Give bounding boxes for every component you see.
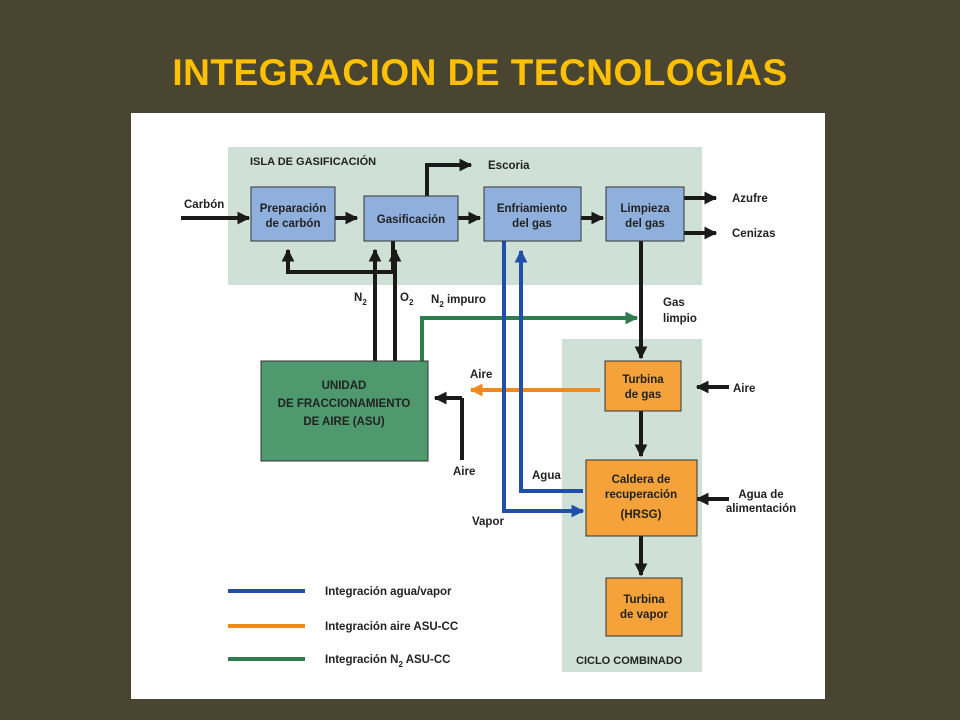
box-steam-turbine [605,577,683,637]
label-air-asu-inlet: Aire [453,466,475,478]
process-diagram: ISLA DE GASIFICACIÓN CICLO COMBINADO [181,147,796,672]
legend: Integración agua/vapor Integración aire … [228,586,458,669]
combined-cycle-label: CICLO COMBINADO [576,655,683,667]
n2-impure-line [420,311,639,363]
label-n2-impure: N2 impuro [431,294,486,309]
slide-title: INTEGRACION DE TECNOLOGIAS [172,52,788,93]
main-process-flows [181,158,729,577]
box-gas-turbine [604,360,682,412]
label-steam: Vapor [472,516,504,528]
label-slag: Escoria [488,160,530,172]
label-water: Agua [532,470,561,482]
box-hrsg [585,459,698,537]
label-coal: Carbón [184,199,224,211]
label-n2: N2 [354,292,367,307]
gasification-island-label: ISLA DE GASIFICACIÓN [250,155,376,168]
label-air-gas-turbine: Aire [733,383,755,395]
box-gas-cleaning [605,186,685,242]
legend-label-water-steam: Integración agua/vapor [325,586,452,598]
box-gasification [363,195,459,242]
box-asu [260,360,429,462]
label-ash: Cenizas [732,228,775,240]
legend-label-air: Integración aire ASU-CC [325,621,458,633]
box-gasification-label: Gasificación [377,214,445,226]
label-air-to-asu: Aire [470,369,492,381]
diagram-panel: ISLA DE GASIFICACIÓN CICLO COMBINADO [131,113,825,699]
box-coal-preparation [250,186,336,242]
water-steam-lines [502,241,585,518]
label-sulfur: Azufre [732,193,768,205]
legend-label-nitrogen: Integración N2 ASU-CC [325,654,450,669]
label-o2: O2 [400,292,414,307]
box-gas-cooling [483,186,582,242]
